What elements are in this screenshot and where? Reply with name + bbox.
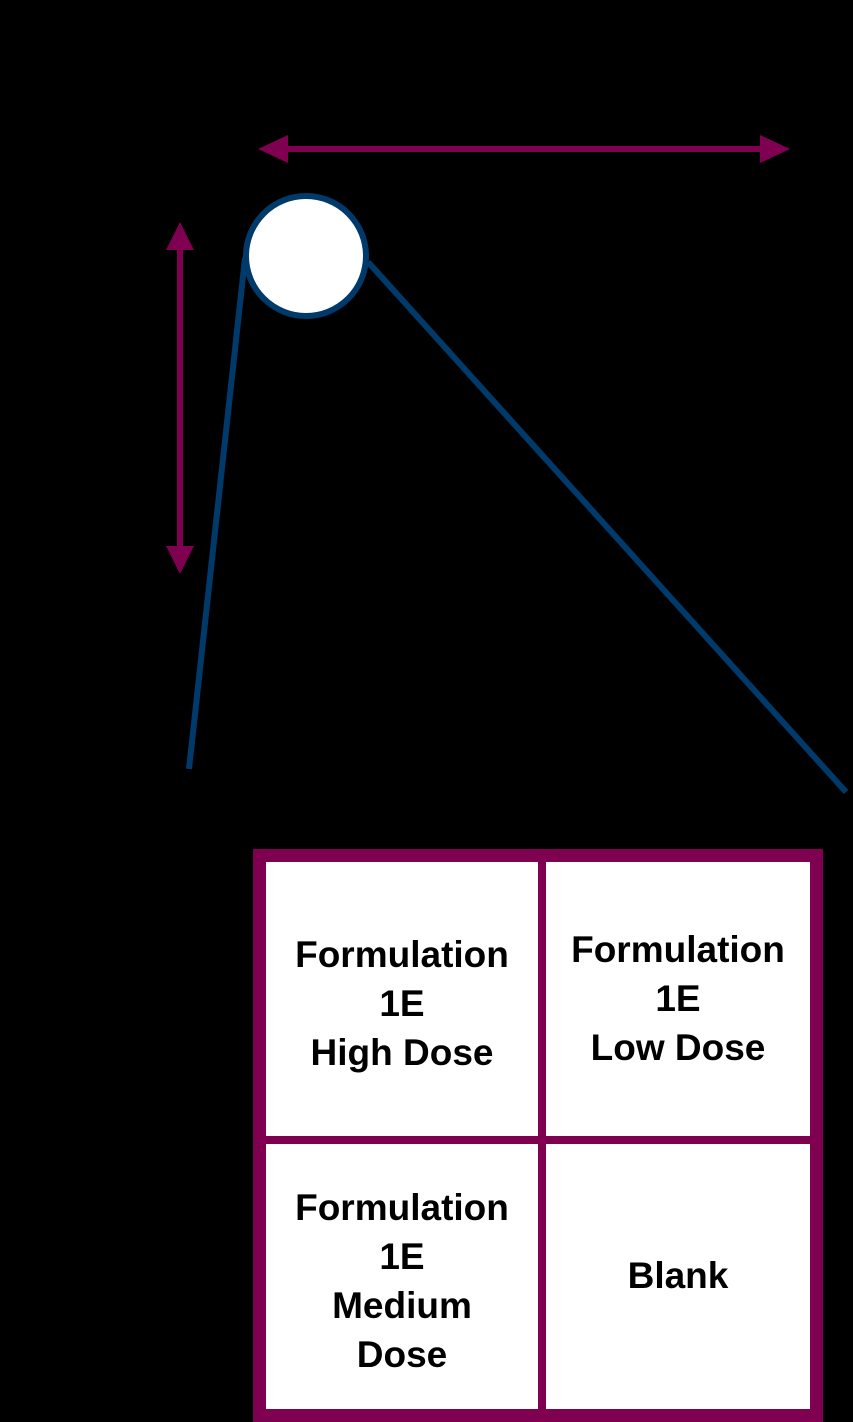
cell-line: Formulation	[571, 928, 785, 970]
cell-line: Formulation	[295, 933, 509, 975]
cell-line: Blank	[627, 1255, 729, 1296]
horizontal-double-arrow	[258, 135, 790, 163]
circle-node	[243, 193, 369, 319]
grid-cell-low-dose: Formulation 1E Low Dose	[546, 862, 810, 1136]
cell-line: High Dose	[310, 1031, 494, 1073]
vertical-double-arrow	[166, 222, 194, 574]
cell-line: Formulation	[295, 1186, 509, 1228]
cell-line: 1E	[655, 977, 701, 1019]
right-line	[365, 259, 849, 795]
grid-cell-blank: Blank	[546, 1144, 810, 1409]
grid-cell-medium-dose: Formulation 1E Medium Dose	[266, 1144, 538, 1409]
cell-line: Low Dose	[590, 1026, 766, 1068]
cell-line: Dose	[356, 1333, 448, 1375]
left-line	[186, 257, 248, 770]
cell-line: Medium	[332, 1284, 472, 1326]
cell-line: 1E	[379, 1235, 425, 1277]
dose-grid: Formulation 1E High Dose Formulation 1E …	[253, 849, 823, 1422]
cell-line: 1E	[379, 982, 425, 1024]
grid-cell-high-dose: Formulation 1E High Dose	[266, 862, 538, 1136]
